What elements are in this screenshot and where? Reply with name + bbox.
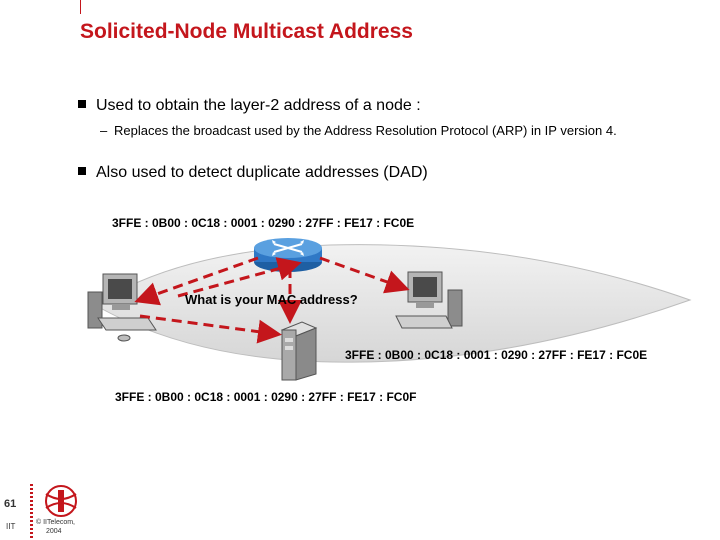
- arrow-left-server: [139, 314, 282, 344]
- left-computer-icon: [87, 273, 157, 342]
- bullet-item-1: Used to obtain the layer-2 address of a …: [78, 97, 421, 115]
- bullet-text-2: Also used to detect duplicate addresses …: [96, 164, 428, 181]
- right-computer-icon: [395, 271, 463, 329]
- sub-bullet-text: Replaces the broadcast used by the Addre…: [114, 123, 617, 138]
- mac-question-label: What is your MAC address?: [185, 292, 358, 307]
- iit-logo-icon: [45, 485, 77, 517]
- arrow-router-left: [134, 256, 259, 306]
- bullet-square-icon: [78, 166, 86, 175]
- sub-bullet: – Replaces the broadcast used by the Add…: [100, 122, 674, 139]
- dash-marker: –: [100, 123, 108, 138]
- slide-title: Solicited-Node Multicast Address: [80, 20, 413, 43]
- page-number: 61: [4, 498, 17, 510]
- bullet-item-2: Also used to detect duplicate addresses …: [78, 164, 428, 182]
- footer-org: IIT: [6, 522, 16, 531]
- copyright-line-2: 2004: [46, 528, 62, 535]
- bullet-text-1: Used to obtain the layer-2 address of a …: [96, 97, 421, 114]
- address-multicast: 3FFE : 0B00 : 0C18 : 0001 : 0290 : 27FF …: [112, 216, 415, 230]
- server-tower-icon: [280, 321, 318, 381]
- footer-copyright: © IITelecom, 2004: [36, 518, 75, 536]
- address-requester: 3FFE : 0B00 : 0C18 : 0001 : 0290 : 27FF …: [115, 390, 417, 404]
- arrow-left-router: [177, 257, 302, 298]
- bullet-square-icon: [78, 99, 86, 108]
- footer-dotted-divider: [30, 484, 33, 540]
- address-responder: 3FFE : 0B00 : 0C18 : 0001 : 0290 : 27FF …: [345, 348, 648, 362]
- copyright-line-1: © IITelecom,: [36, 519, 76, 526]
- header-rule: [80, 0, 81, 14]
